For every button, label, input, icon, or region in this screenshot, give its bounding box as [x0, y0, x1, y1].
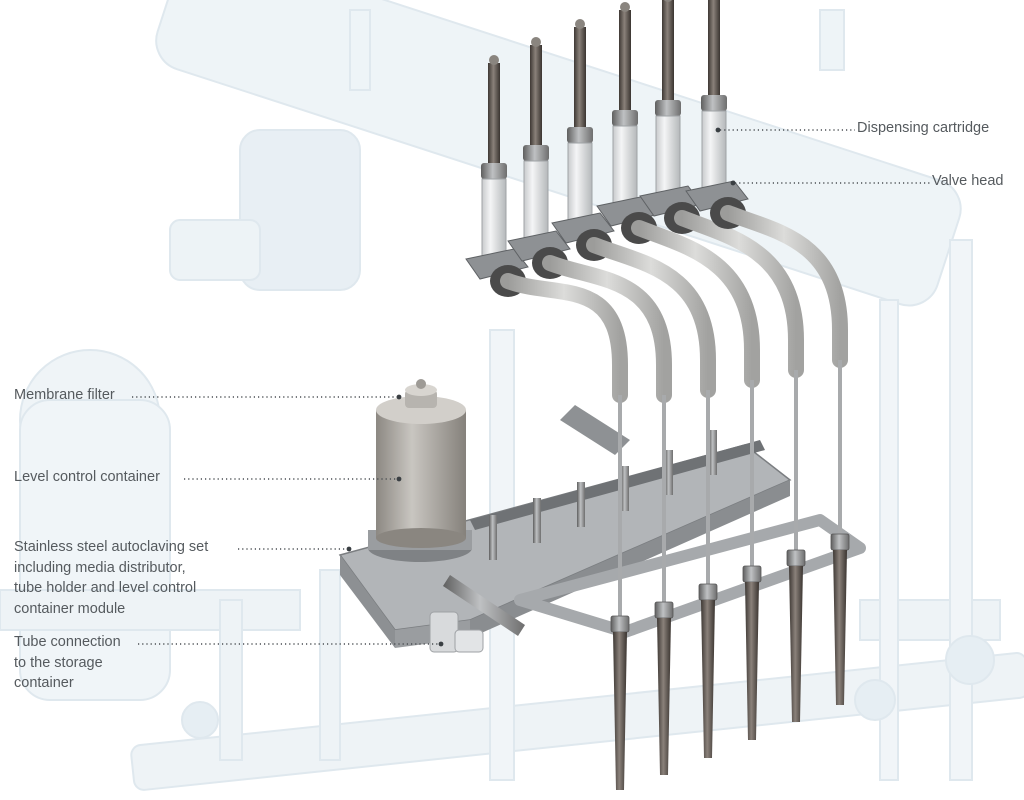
cartridge-collar [655, 100, 681, 116]
dispensing-channel-4 [596, 2, 762, 740]
nozzle-hose [500, 273, 628, 403]
cartridge-barrel [612, 125, 638, 207]
level-control-container [368, 379, 484, 653]
needle-tube [662, 395, 666, 608]
valve-head-block [551, 212, 615, 244]
cartridge-collar [701, 95, 727, 111]
label-valve-head: Valve head [932, 173, 1004, 189]
piston-knob [489, 55, 499, 65]
label-autoclaving-line-1: Stainless steel autoclaving set [14, 539, 209, 555]
cartridge-collar [481, 163, 507, 179]
piston-rod [488, 63, 500, 173]
needle-tube [794, 370, 798, 556]
cartridge-barrel [523, 160, 549, 242]
dispensing-channels [465, 0, 850, 790]
cartridge-barrel [655, 115, 681, 197]
nozzle-hose [631, 220, 760, 388]
lower-needle [745, 582, 759, 740]
cartridge-barrel [567, 142, 593, 224]
needle-tube [706, 390, 710, 590]
label-autoclaving-line-2: including media distributor, [14, 559, 186, 576]
tube-holder-nut [830, 533, 850, 551]
piston-knob [664, 0, 672, 2]
piston-rod [619, 10, 631, 120]
membrane-filter [405, 379, 437, 408]
lower-needle [657, 618, 671, 775]
needle-tube [750, 380, 754, 572]
tube-holder-nut [610, 615, 630, 633]
label-tube-connection: Tube connection to the storage container [14, 632, 121, 694]
cartridge-collar [523, 145, 549, 161]
dispensing-channel-2 [507, 37, 674, 775]
piston-rod [530, 45, 542, 155]
piston-knob [531, 37, 541, 47]
label-autoclaving-line-3: tube holder and level control [14, 580, 197, 596]
needle-tube [618, 395, 622, 622]
tube-holder-nut [786, 549, 806, 567]
cartridge-barrel [481, 178, 507, 260]
dispensing-channel-6 [685, 0, 850, 705]
valve-head-block [465, 248, 529, 280]
nozzle-hose [586, 237, 716, 398]
label-autoclaving-line-4: container module [14, 600, 126, 617]
label-tube-connection-line-3: container [14, 675, 74, 691]
label-tube-connection-line-1: Tube connection [14, 634, 121, 650]
tube-connection-fitting [429, 611, 484, 653]
label-tube-connection-line-2: to the storage [14, 654, 103, 671]
piston-rod [662, 0, 674, 110]
piston-knob [575, 19, 585, 29]
leader-endpoints [346, 127, 736, 647]
piston-knob [620, 2, 630, 12]
tube-holder-nut [654, 601, 674, 619]
lower-needle [701, 600, 715, 758]
leader-lines [132, 129, 930, 645]
lower-needle [613, 632, 627, 790]
cartridge-collar [567, 127, 593, 143]
piston-rod [708, 0, 720, 105]
valve-head-block [507, 230, 571, 262]
nozzle-hose [674, 210, 804, 378]
needle-tube [838, 360, 842, 540]
nozzle-hose [720, 205, 848, 368]
valve-head-block [685, 180, 749, 212]
label-dispensing-cartridge: Dispensing cartridge [857, 120, 990, 136]
label-autoclaving-set: Stainless steel autoclaving set includin… [14, 537, 208, 619]
cartridge-collar [612, 110, 638, 126]
piston-rod [574, 27, 586, 137]
cartridge-barrel [701, 110, 727, 192]
label-level-control-container: Level control container [14, 469, 160, 485]
label-membrane-filter: Membrane filter [14, 387, 115, 403]
tube-holder-nut [698, 583, 718, 601]
lower-needle [789, 566, 803, 722]
dispensing-channel-3 [551, 19, 718, 758]
dispensing-channel-5 [639, 0, 806, 722]
lower-needle [833, 550, 847, 705]
nozzle-hose [542, 255, 672, 403]
tube-holder-nut [742, 565, 762, 583]
dispensing-channel-1 [465, 55, 630, 790]
